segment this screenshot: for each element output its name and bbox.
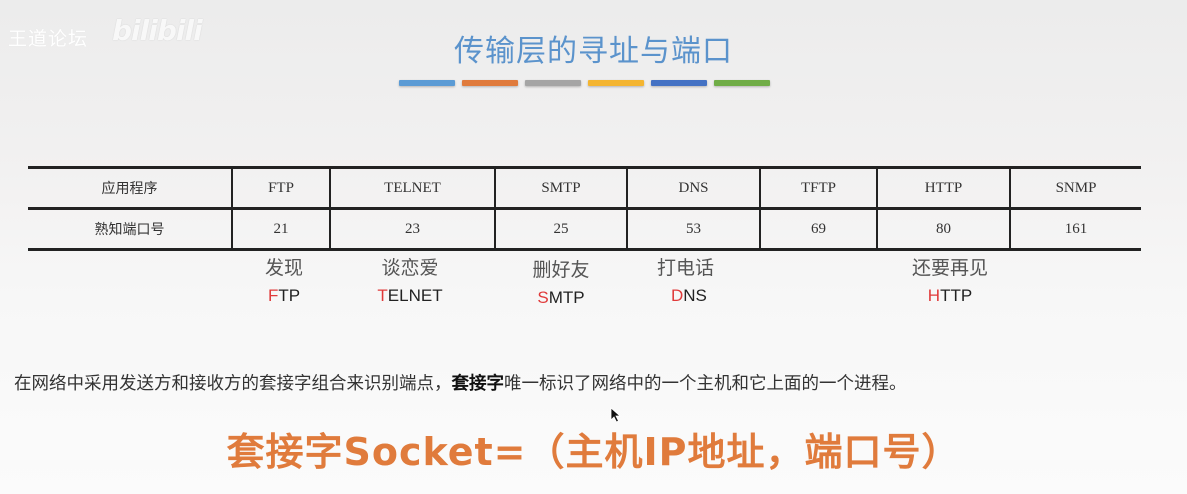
watermark-text: 王道论坛 bbox=[8, 28, 89, 50]
cell-port-telnet: 23 bbox=[329, 208, 496, 250]
accent-bar-darkblue bbox=[651, 80, 707, 86]
cell-app-http: HTTP bbox=[876, 167, 1011, 209]
table-row-ports: 熟知端口号 21 23 25 53 69 80 161 bbox=[28, 208, 1141, 250]
cell-app-tftp: TFTP bbox=[759, 167, 878, 209]
mnemonic-cn: 发现 bbox=[264, 257, 303, 279]
cell-app-telnet: TELNET bbox=[329, 167, 496, 209]
cell-app-ftp: FTP bbox=[231, 167, 331, 209]
cell-app-snmp: SNMP bbox=[1009, 167, 1141, 209]
socket-term-bold: 套接字 bbox=[451, 374, 505, 394]
cell-port-dns: 53 bbox=[626, 208, 761, 250]
row-header-port: 熟知端口号 bbox=[28, 208, 233, 250]
mnemonic-cn: 谈恋爱 bbox=[381, 257, 439, 279]
slide-title: 传输层的寻址与端口 bbox=[454, 34, 733, 69]
title-accent-bars bbox=[399, 80, 770, 86]
mnemonic-telnet: 谈恋爱 TELNET bbox=[360, 253, 460, 306]
mnemonic-http: 还要再见 HTTP bbox=[895, 253, 1005, 306]
socket-description: 在网络中采用发送方和接收方的套接字组合来识别端点，套接字唯一标识了网络中的一个主… bbox=[14, 374, 907, 394]
mnemonic-en: DNS bbox=[671, 286, 707, 305]
cell-app-dns: DNS bbox=[626, 167, 761, 209]
table-row-applications: 应用程序 FTP TELNET SMTP DNS TFTP HTTP SNMP bbox=[28, 167, 1141, 209]
cell-port-ftp: 21 bbox=[231, 208, 331, 250]
bilibili-logo: bilibili bbox=[112, 14, 203, 47]
cell-port-tftp: 69 bbox=[759, 208, 878, 250]
mnemonic-cn: 删好友 bbox=[532, 259, 590, 281]
cell-app-smtp: SMTP bbox=[494, 167, 628, 209]
mnemonic-cn: 打电话 bbox=[657, 257, 715, 279]
mnemonic-smtp: 删好友 SMTP bbox=[516, 255, 606, 308]
mnemonic-en: TELNET bbox=[377, 286, 443, 305]
accent-bar-gray bbox=[525, 80, 581, 86]
cell-port-http: 80 bbox=[876, 208, 1011, 250]
row-header-application: 应用程序 bbox=[28, 167, 233, 209]
mnemonic-ftp: 发现 FTP bbox=[244, 253, 324, 306]
mnemonic-en: HTTP bbox=[927, 286, 973, 305]
mouse-cursor-icon bbox=[610, 407, 622, 423]
accent-bar-green bbox=[714, 80, 770, 86]
socket-formula: 套接字Socket=（主机IP地址，端口号） bbox=[226, 430, 961, 474]
mnemonic-en: SMTP bbox=[537, 288, 585, 307]
cell-port-snmp: 161 bbox=[1009, 208, 1141, 250]
accent-bar-blue bbox=[399, 80, 455, 86]
mnemonic-cn: 还要再见 bbox=[911, 257, 988, 279]
cell-port-smtp: 25 bbox=[494, 208, 628, 250]
accent-bar-orange bbox=[462, 80, 518, 86]
mnemonic-dns: 打电话 DNS bbox=[645, 253, 735, 306]
accent-bar-yellow bbox=[588, 80, 644, 86]
well-known-ports-table: 应用程序 FTP TELNET SMTP DNS TFTP HTTP SNMP … bbox=[28, 166, 1141, 251]
mnemonic-en: FTP bbox=[267, 286, 301, 305]
